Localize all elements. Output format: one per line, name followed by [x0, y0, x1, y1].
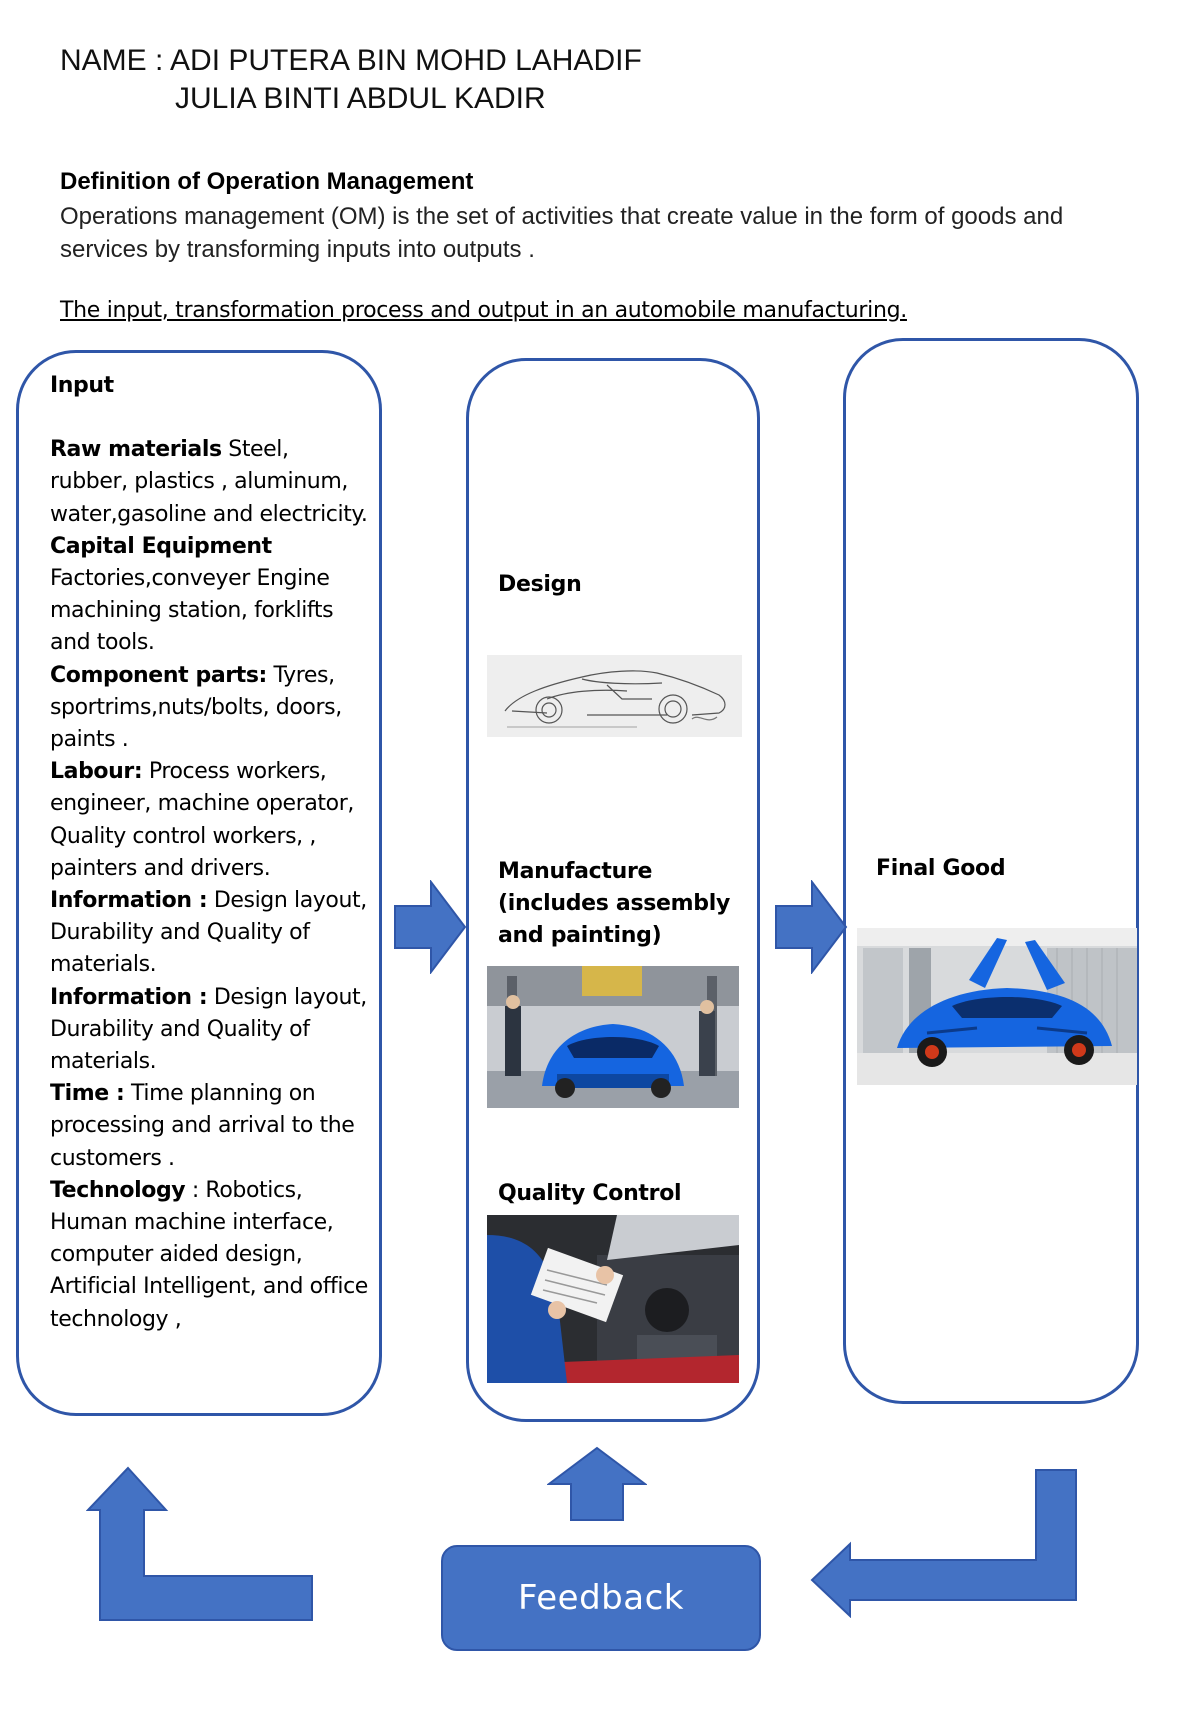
output-to-feedback-arrow-icon [810, 1469, 1077, 1618]
diagram-subtitle: The input, transformation process and ou… [60, 298, 907, 323]
quality-control-image [487, 1215, 739, 1383]
feedback-to-process-arrow-icon [547, 1446, 647, 1521]
names-block: NAME : ADI PUTERA BIN MOHD LAHADIF JULIA… [60, 42, 642, 118]
input-item-text: Steel, rubber, plastics , aluminum, wate… [50, 437, 368, 527]
input-item-label: Time : [50, 1081, 125, 1107]
feedback-box: Feedback [441, 1545, 761, 1651]
final-good-image [857, 928, 1137, 1085]
quality-control-label: Quality Control [498, 1181, 682, 1206]
definition-title: Definition of Operation Management [60, 168, 474, 195]
manufacture-image [487, 966, 739, 1108]
arrow-input-to-process-icon [394, 880, 467, 974]
input-item-capital-equipment: Capital Equipment Factories,conveyer Eng… [50, 531, 368, 660]
input-item-text: Process workers, engineer, machine opera… [50, 759, 354, 881]
input-item-text: Design layout, Durability and Quality of… [50, 888, 367, 978]
input-item-text: : Robotics, Human machine interface, com… [50, 1177, 368, 1332]
input-item-technology: Technology : Robotics, Human machine int… [50, 1175, 368, 1336]
input-item-label: Component parts: [50, 662, 267, 688]
name-line-1: NAME : ADI PUTERA BIN MOHD LAHADIF [60, 44, 642, 77]
input-item-information: Information : Design layout, Durability … [50, 885, 368, 982]
input-item-text: Design layout, Durability and Quality of… [50, 984, 367, 1075]
input-item-label: Information : [50, 888, 208, 914]
arrow-process-to-output-icon [775, 880, 848, 974]
input-item-label: Information : [50, 984, 208, 1010]
input-item-information-repeat: Information : Design layout, Durability … [50, 982, 368, 1079]
manufacture-label: Manufacture (includes assembly and paint… [498, 859, 731, 948]
input-heading: Input [50, 373, 114, 398]
input-item-label: Labour: [50, 759, 143, 785]
final-good-label: Final Good [876, 856, 1006, 881]
input-item-time: Time : Time planning on processing and a… [50, 1078, 368, 1175]
name-line-2: JULIA BINTI ABDUL KADIR [175, 82, 546, 115]
definition-text: Operations management (OM) is the set of… [60, 203, 1064, 263]
design-sketch-image [487, 655, 742, 737]
input-item-raw-materials: Raw materials Steel, rubber, plastics , … [50, 434, 368, 531]
input-item-text: Time planning on processing and arrival … [50, 1081, 355, 1171]
design-label: Design [498, 572, 582, 597]
input-item-labour: Labour: Process workers, engineer, machi… [50, 756, 368, 885]
output-box [843, 338, 1139, 1404]
input-item-text: Factories,conveyer Engine machining stat… [50, 566, 334, 656]
input-list: Input Raw materials Steel, rubber, plast… [50, 370, 368, 1336]
input-item-text: Tyres, sportrims,nuts/bolts, doors, pain… [50, 662, 342, 753]
input-item-label: Raw materials [50, 437, 222, 463]
feedback-to-input-arrow-icon [86, 1466, 313, 1621]
input-item-label: Technology [50, 1177, 186, 1203]
input-item-label: Capital Equipment [50, 533, 272, 559]
input-item-component-parts: Component parts: Tyres, sportrims,nuts/b… [50, 660, 368, 757]
input-box [16, 350, 382, 1416]
